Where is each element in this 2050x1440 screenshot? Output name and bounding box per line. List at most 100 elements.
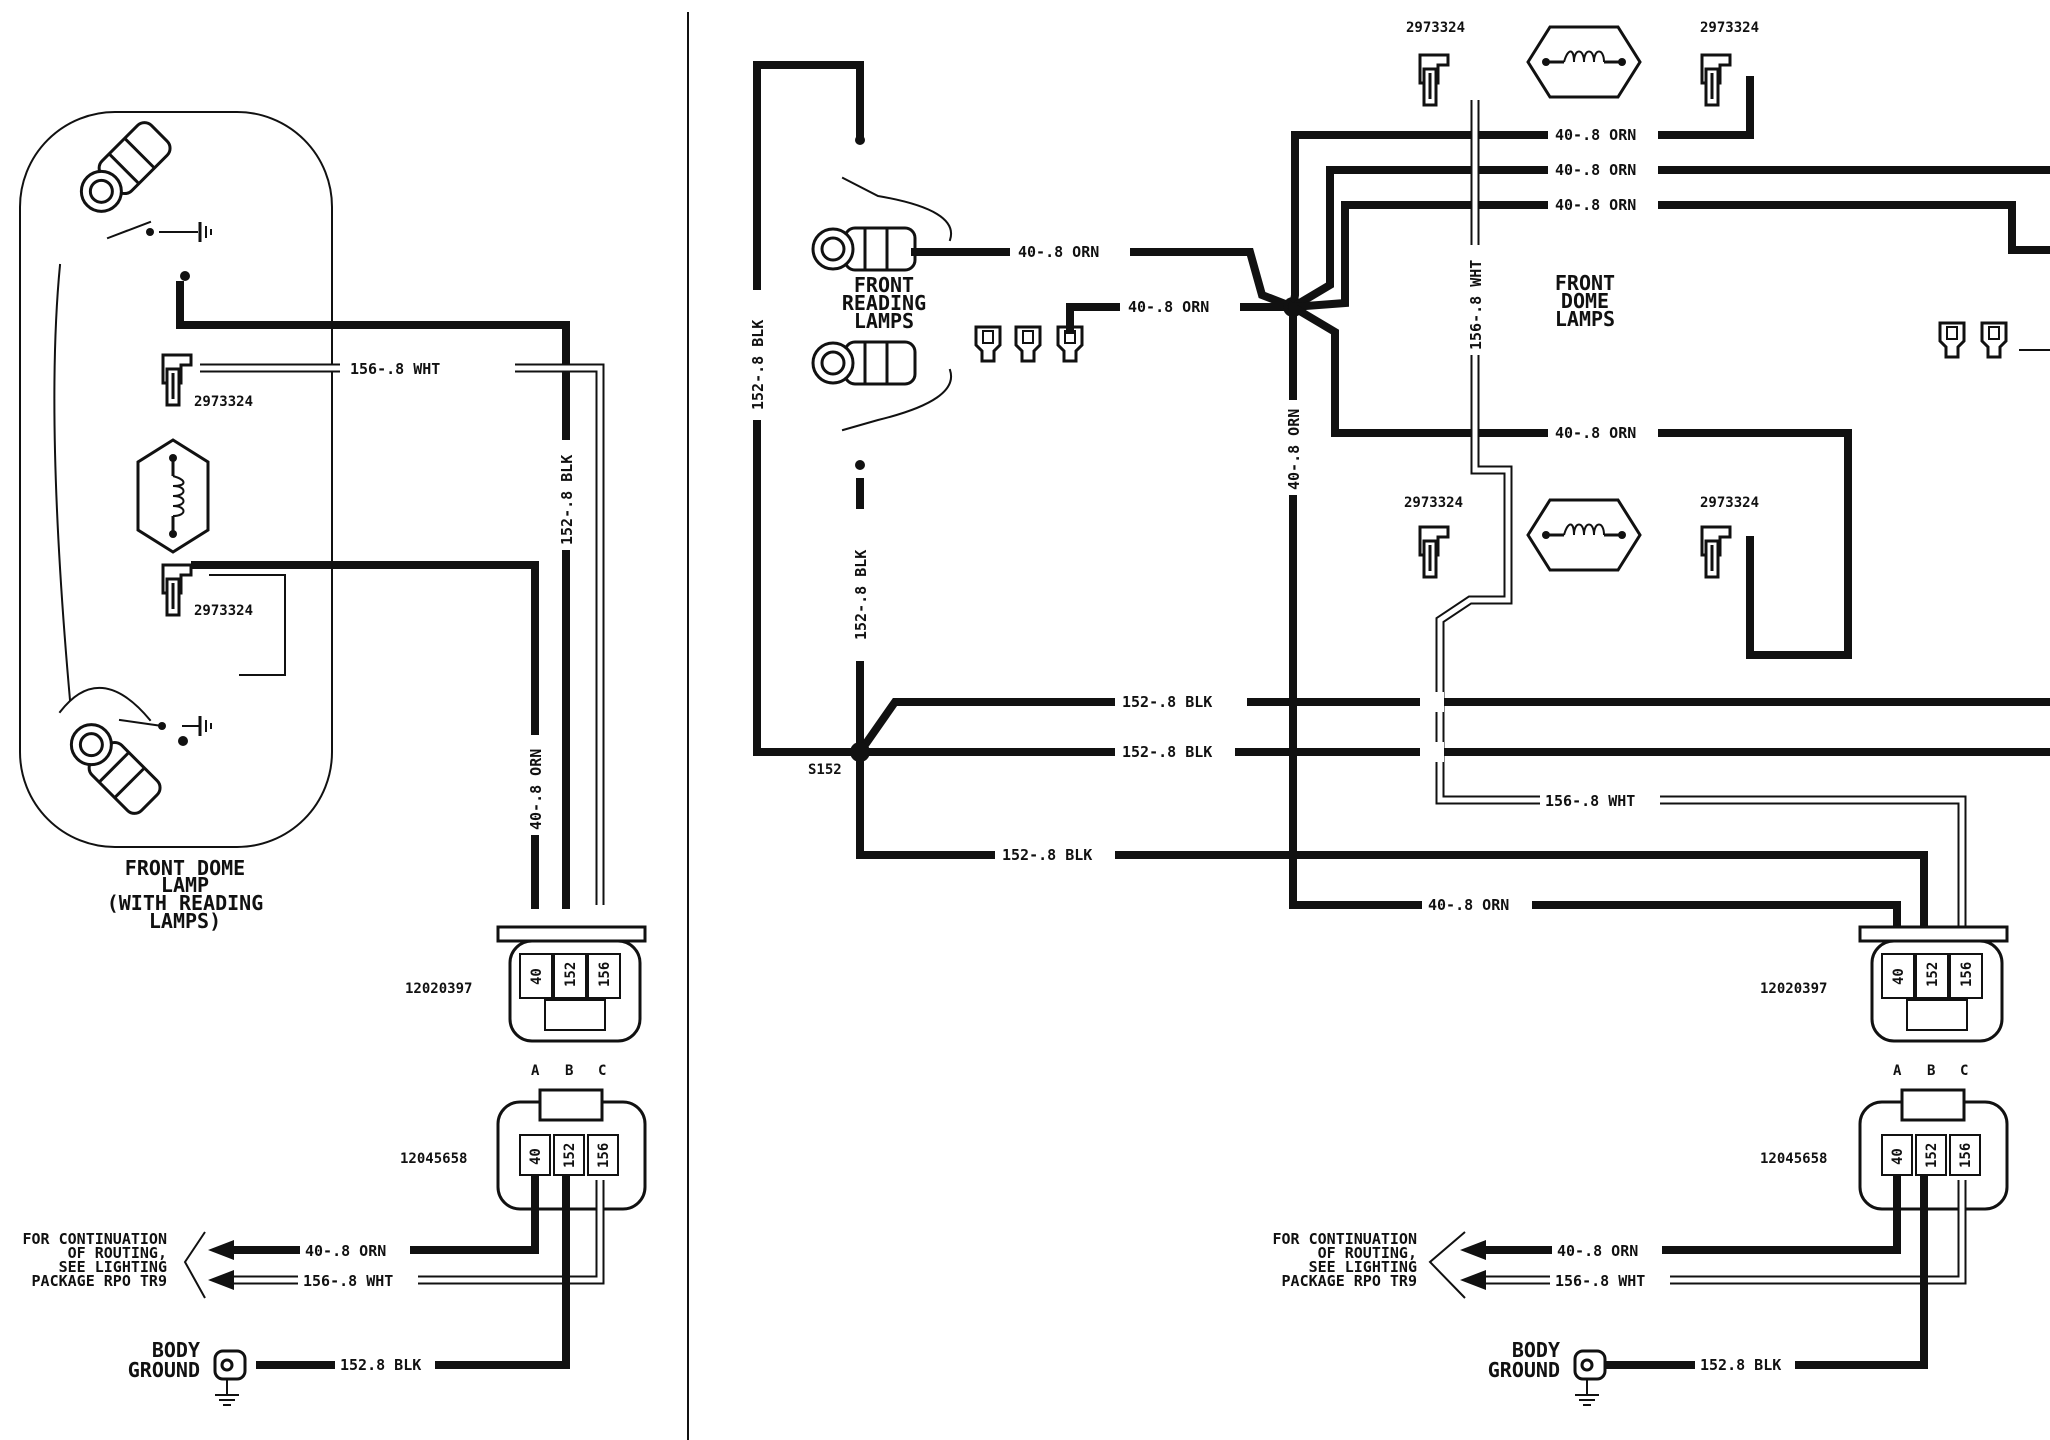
body-ground-icon [213,1349,247,1406]
terminal-icon [1418,53,1450,107]
wire-label: 156-.8 WHT [303,1272,393,1290]
terminal-icon [1700,525,1732,579]
terminal-icon [1700,53,1732,107]
arrow-icon [1460,1240,1486,1260]
arrow-icon [208,1270,234,1290]
terminal-icon [1418,525,1450,579]
terminal-part-number: 2973324 [1404,495,1463,511]
pin-label: 40 [529,968,545,985]
terminal-part-number: 2973324 [1700,20,1759,36]
wire-label: 152-.8 BLK [1122,693,1212,711]
note-text: PACKAGE RPO TR9 [32,1272,167,1290]
left-panel: 2973324 2973324 156-.8 WHT 152-.8 BLK 40… [19,111,647,1406]
wire-label: 152.8 BLK [1700,1356,1781,1374]
bulb-icon [60,714,166,819]
wire-label: 40-.8 ORN [1018,243,1099,261]
connector-part-number: 12020397 [405,981,472,997]
wire-label: 40-.8 ORN [1557,1242,1638,1260]
connector-part-number: 12045658 [400,1151,467,1167]
connector-part-number: 12045658 [1760,1151,1827,1167]
note-text: FOR CONTINUATION [1273,1230,1418,1248]
wire-label: 40-.8 ORN [305,1242,386,1260]
right-panel: 152-.8 BLK 152-.8 BLK FRONT READING LAMP… [745,20,2050,1406]
arrow-icon [208,1240,234,1260]
reading-lamps-label: FRONT [854,273,914,297]
note-text: PACKAGE RPO TR9 [1282,1272,1417,1290]
note-text: FOR CONTINUATION [23,1230,168,1248]
pin-label: 152 [1925,962,1941,987]
component-title: LAMPS) [149,909,221,933]
pin-letter: B [565,1063,573,1079]
terminal-part-number: 2973324 [194,394,253,410]
connector-part-number: 12020397 [1760,981,1827,997]
ground-symbol-icon [198,716,212,736]
reading-lamp-bulb-icon [811,340,917,386]
reading-lamp-bulb-icon [811,226,917,272]
wire-label: 156-.8 WHT [350,360,440,378]
wire-label: 40-.8 ORN [1555,161,1636,179]
terminal-icon [161,563,193,617]
lamp-element-icon [1526,25,1642,99]
pin-label: 156 [597,962,613,987]
pin-label: 40 [1890,1148,1906,1165]
connector-12020397: 40 152 156 [496,925,647,1043]
plug-icon [1938,321,1966,359]
dome-lamps-label: DOME [1561,289,1609,313]
connector-12045658: 40 152 156 [496,1088,647,1211]
lamp-element-icon [136,438,210,554]
wire-label: 40-.8 ORN [1428,896,1509,914]
ground-label: GROUND [1488,1358,1560,1382]
terminal-part-number: 2973324 [1406,20,1465,36]
dome-lamps-label: FRONT [1555,271,1615,295]
note-text: SEE LIGHTING [59,1258,167,1276]
pin-label: 152 [562,1143,578,1168]
wire-label: 152-.8 BLK [749,320,767,410]
component-title: LAMP [161,873,209,897]
dome-lamps-label: LAMPS [1555,307,1615,331]
pin-label: 152 [1924,1143,1940,1168]
pin-letter: A [1893,1063,1902,1079]
ground-symbol-icon [185,222,212,242]
reading-lamps-label: READING [842,291,926,315]
lamp-element-icon [1526,498,1642,572]
plug-icon [1980,321,2008,359]
pin-label: 152 [563,962,579,987]
wire-label: 40-.8 ORN [1555,196,1636,214]
splice-label: S152 [808,762,842,778]
wire-label: 156-.8 WHT [1467,260,1485,350]
note-text: OF ROUTING, [68,1244,167,1262]
ground-label: BODY [1512,1338,1560,1362]
wire-label: 40-.8 ORN [1555,424,1636,442]
connector-12045658: 40 152 156 [1858,1088,2009,1211]
note-text: SEE LIGHTING [1309,1258,1417,1276]
plug-icon [1014,325,1042,363]
wire-label: 40-.8 ORN [1128,298,1209,316]
arrow-icon [1460,1270,1486,1290]
dome-lamp-housing [19,111,333,848]
pin-letter: A [531,1063,540,1079]
terminal-part-number: 2973324 [194,603,253,619]
pin-label: 156 [1959,962,1975,987]
wire-label: 152-.8 BLK [558,455,576,545]
wire-label: 152-.8 BLK [1122,743,1212,761]
pin-letter: B [1927,1063,1935,1079]
wire-label: 152-.8 BLK [1002,846,1092,864]
pin-label: 156 [1958,1143,1974,1168]
pin-label: 40 [528,1148,544,1165]
pin-letter: C [1960,1063,1968,1079]
terminal-part-number: 2973324 [1700,495,1759,511]
ground-label: GROUND [128,1358,200,1382]
wire-label: 40-.8 ORN [1285,409,1303,490]
plug-icon [974,325,1002,363]
wire-label: 40-.8 ORN [527,749,545,830]
connector-12020397: 40 152 156 [1858,925,2009,1043]
wire-label: 156-.8 WHT [1545,792,1635,810]
pin-label: 156 [596,1143,612,1168]
body-ground-icon [1573,1349,1607,1406]
pin-letter: C [598,1063,606,1079]
note-text: OF ROUTING, [1318,1244,1417,1262]
wire-label: 152-.8 BLK [852,550,870,640]
wire-label: 156-.8 WHT [1555,1272,1645,1290]
bulb-icon [70,117,176,222]
